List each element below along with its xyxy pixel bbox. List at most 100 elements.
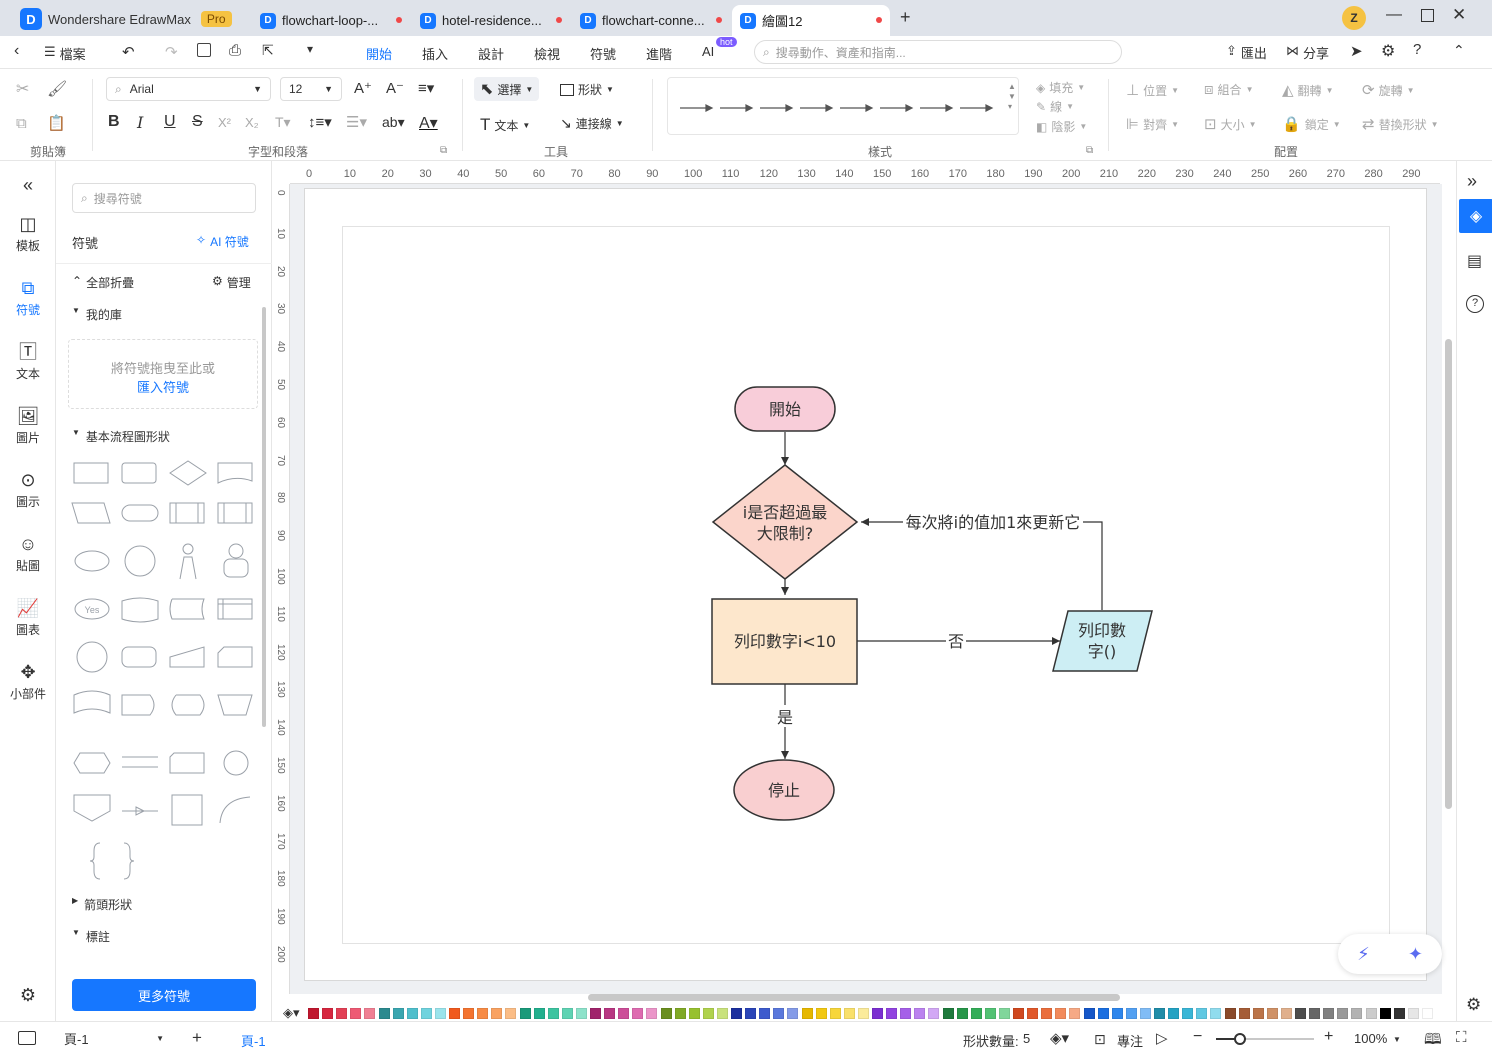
zoom-in-icon[interactable]: + xyxy=(1324,1028,1334,1045)
ai-sparkle-icon[interactable]: ✦ xyxy=(1407,943,1423,964)
color-swatch[interactable] xyxy=(350,1008,362,1019)
color-swatch[interactable] xyxy=(434,1008,446,1019)
tab-ai[interactable]: AI xyxy=(702,44,715,59)
color-swatch[interactable] xyxy=(956,1008,968,1019)
color-swatch[interactable] xyxy=(970,1008,982,1019)
color-swatch[interactable] xyxy=(420,1008,432,1019)
collapse-ribbon-icon[interactable]: ⌃ xyxy=(1453,42,1465,58)
bullet-list-icon[interactable]: ☰▾ xyxy=(346,114,367,131)
help-icon[interactable]: ? xyxy=(1466,295,1484,313)
fit-page-icon[interactable]: ⛶ xyxy=(1456,1029,1467,1046)
color-swatch[interactable] xyxy=(378,1008,390,1019)
group-button[interactable]: ⧈組合▼ xyxy=(1204,81,1253,98)
flowchart-diagram[interactable]: 開始 i是否超過最 大限制? 列印數字i<10 列印數 字() 停止 否 是 每… xyxy=(305,189,1428,982)
lock-button[interactable]: 🔒鎖定▼ xyxy=(1282,115,1341,133)
zoom-out-icon[interactable]: − xyxy=(1193,1028,1203,1045)
font-size-select[interactable]: 12▼ xyxy=(280,77,342,101)
settings-gear-icon[interactable]: ⚙ xyxy=(19,985,37,1005)
color-swatch[interactable] xyxy=(829,1008,841,1019)
page-selector[interactable]: 頁-1▼ xyxy=(56,1025,172,1051)
nav-images[interactable]: 🖼圖片 xyxy=(0,405,56,446)
color-swatch[interactable] xyxy=(1351,1008,1363,1019)
color-swatch[interactable] xyxy=(1013,1008,1024,1019)
color-swatch[interactable] xyxy=(1266,1008,1278,1019)
expand-dialog-icon[interactable]: ⧉ xyxy=(440,145,448,156)
layers-icon[interactable]: ◈▾ xyxy=(1050,1030,1070,1047)
user-avatar[interactable]: Z xyxy=(1342,6,1366,30)
tab-symbols[interactable]: 符號 xyxy=(590,47,617,62)
nav-stickers[interactable]: ☺貼圖 xyxy=(0,533,56,574)
undo-icon[interactable]: ↶ xyxy=(122,44,135,61)
nav-icons[interactable]: ⊙圖示 xyxy=(0,469,56,510)
expand-panel-icon[interactable]: » xyxy=(1467,171,1478,191)
back-icon[interactable]: ‹ xyxy=(14,42,20,59)
color-swatch[interactable] xyxy=(604,1008,616,1019)
send-icon[interactable]: ➤ xyxy=(1350,43,1363,60)
page-properties-icon[interactable]: ▤ xyxy=(1467,253,1483,270)
color-swatch[interactable] xyxy=(815,1008,827,1019)
paste-icon[interactable]: 📋 xyxy=(47,115,66,132)
color-swatch[interactable] xyxy=(547,1008,559,1019)
color-swatch[interactable] xyxy=(1323,1008,1335,1019)
fill-bucket-icon[interactable]: ◈▾ xyxy=(283,1005,300,1020)
shape-tool-button[interactable]: 形狀▼ xyxy=(560,81,614,98)
color-swatch[interactable] xyxy=(731,1008,742,1019)
tab-advanced[interactable]: 進階 xyxy=(646,47,673,62)
color-swatch[interactable] xyxy=(1083,1008,1095,1019)
color-swatch[interactable] xyxy=(1280,1008,1292,1019)
color-swatch[interactable] xyxy=(1069,1008,1081,1019)
annotations-header[interactable]: ▼標註 xyxy=(72,928,110,945)
color-swatch[interactable] xyxy=(914,1008,926,1019)
color-swatch[interactable] xyxy=(688,1008,700,1019)
save-icon[interactable] xyxy=(197,43,211,57)
color-swatch[interactable] xyxy=(759,1008,771,1019)
color-swatch[interactable] xyxy=(1309,1008,1321,1019)
color-swatch[interactable] xyxy=(575,1008,587,1019)
position-button[interactable]: ⊥位置▼ xyxy=(1126,81,1179,99)
color-swatch[interactable] xyxy=(1027,1008,1039,1019)
color-swatch[interactable] xyxy=(928,1008,940,1019)
color-swatch[interactable] xyxy=(886,1008,898,1019)
replace-shape-button[interactable]: ⇄替換形狀▼ xyxy=(1362,115,1439,133)
fill-button[interactable]: ◈填充▼ xyxy=(1036,79,1085,96)
my-library-header[interactable]: ▼我的庫 xyxy=(72,306,122,323)
more-symbols-button[interactable]: 更多符號 xyxy=(72,979,256,1011)
print-icon[interactable]: ⎙ xyxy=(229,42,242,59)
nav-templates[interactable]: ◫模板 xyxy=(0,213,56,254)
file-menu[interactable]: ☰檔案 xyxy=(44,44,86,63)
text-align-icon[interactable]: ≡▾ xyxy=(418,80,435,97)
line-button[interactable]: ✎線▼ xyxy=(1036,98,1074,115)
color-swatch[interactable] xyxy=(900,1008,912,1019)
format-paint-icon[interactable]: ◈ xyxy=(1459,199,1492,233)
font-color-icon[interactable]: A▾ xyxy=(419,115,438,132)
new-tab-icon[interactable]: + xyxy=(900,7,911,27)
tab-home[interactable]: 開始 xyxy=(366,44,393,71)
connector-tool-button[interactable]: ↘連接線▼ xyxy=(560,115,624,132)
color-swatch[interactable] xyxy=(1238,1008,1250,1019)
color-swatch[interactable] xyxy=(674,1008,686,1019)
color-swatch[interactable] xyxy=(533,1008,545,1019)
expand-dialog-icon[interactable]: ⧉ xyxy=(1086,145,1094,156)
canvas-area[interactable]: 開始 i是否超過最 大限制? 列印數字i<10 列印數 字() 停止 否 是 每… xyxy=(290,184,1452,1001)
rotate-button[interactable]: ⟳旋轉▼ xyxy=(1362,81,1415,99)
color-swatch[interactable] xyxy=(1097,1008,1109,1019)
line-style-gallery[interactable]: ▲▼▾ xyxy=(667,77,1019,135)
manage-button[interactable]: ⚙管理 xyxy=(212,274,251,291)
collapse-all-button[interactable]: ⌃全部折疊 xyxy=(72,274,134,291)
book-view-icon[interactable]: 🕮 xyxy=(1424,1031,1442,1048)
color-swatch[interactable] xyxy=(519,1008,531,1019)
focus-mode-label[interactable]: 專注 xyxy=(1117,1034,1144,1049)
select-tool-button[interactable]: ⬉選擇▼ xyxy=(474,77,540,101)
color-swatch[interactable] xyxy=(646,1008,658,1019)
zoom-slider-thumb[interactable] xyxy=(1234,1033,1246,1045)
color-swatch[interactable] xyxy=(984,1008,996,1019)
color-swatch[interactable] xyxy=(322,1008,334,1019)
close-icon[interactable]: ✕ xyxy=(1452,5,1467,24)
tab-insert[interactable]: 插入 xyxy=(422,47,449,62)
color-swatch[interactable] xyxy=(477,1008,489,1019)
